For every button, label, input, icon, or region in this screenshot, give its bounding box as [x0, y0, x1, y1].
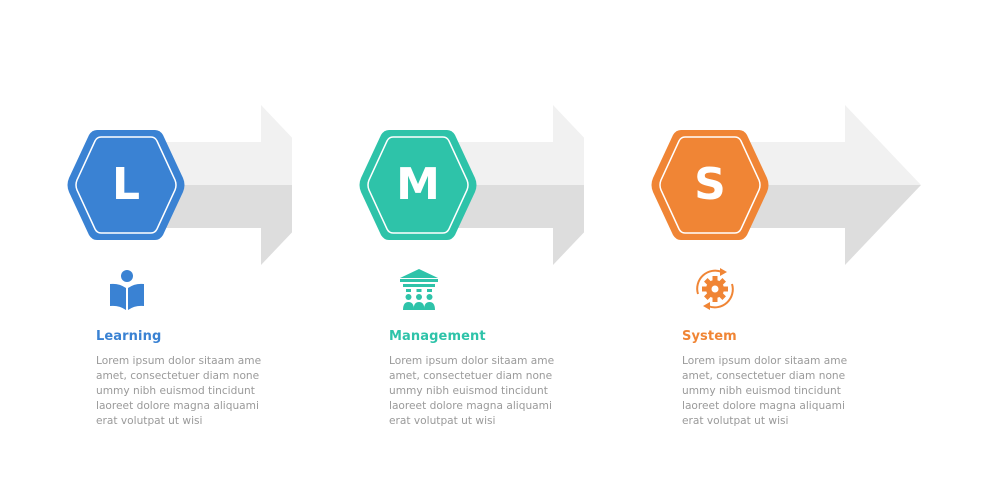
step-letter: L: [111, 159, 141, 210]
step-description: Lorem ipsum dolor sitaam ame amet, conse…: [389, 355, 555, 427]
step-management: M Management Lorem ipsum dolor sitaam am…: [292, 0, 584, 500]
step-description: Lorem ipsum dolor sitaam ame amet, conse…: [96, 355, 262, 427]
institution-people-icon: [400, 269, 438, 310]
step-description: Lorem ipsum dolor sitaam ame amet, conse…: [682, 355, 848, 427]
step-title: Learning: [96, 329, 162, 344]
reading-book-icon: [110, 270, 144, 310]
hexagon-badge: [67, 130, 185, 240]
step-letter: S: [694, 159, 726, 210]
step-title: System: [682, 329, 737, 344]
step-system: S System Lorem ipsum dolor sitaam ame am…: [584, 0, 921, 500]
step-letter: M: [396, 159, 440, 210]
arrow-shape: [710, 105, 921, 265]
step-title: Management: [389, 329, 486, 344]
hexagon-badge: [651, 130, 769, 240]
step-learning: L Learning Lorem ipsum dolor sitaam ame …: [0, 0, 292, 500]
hexagon-badge: [359, 130, 477, 240]
gear-cycle-icon: [696, 268, 734, 310]
